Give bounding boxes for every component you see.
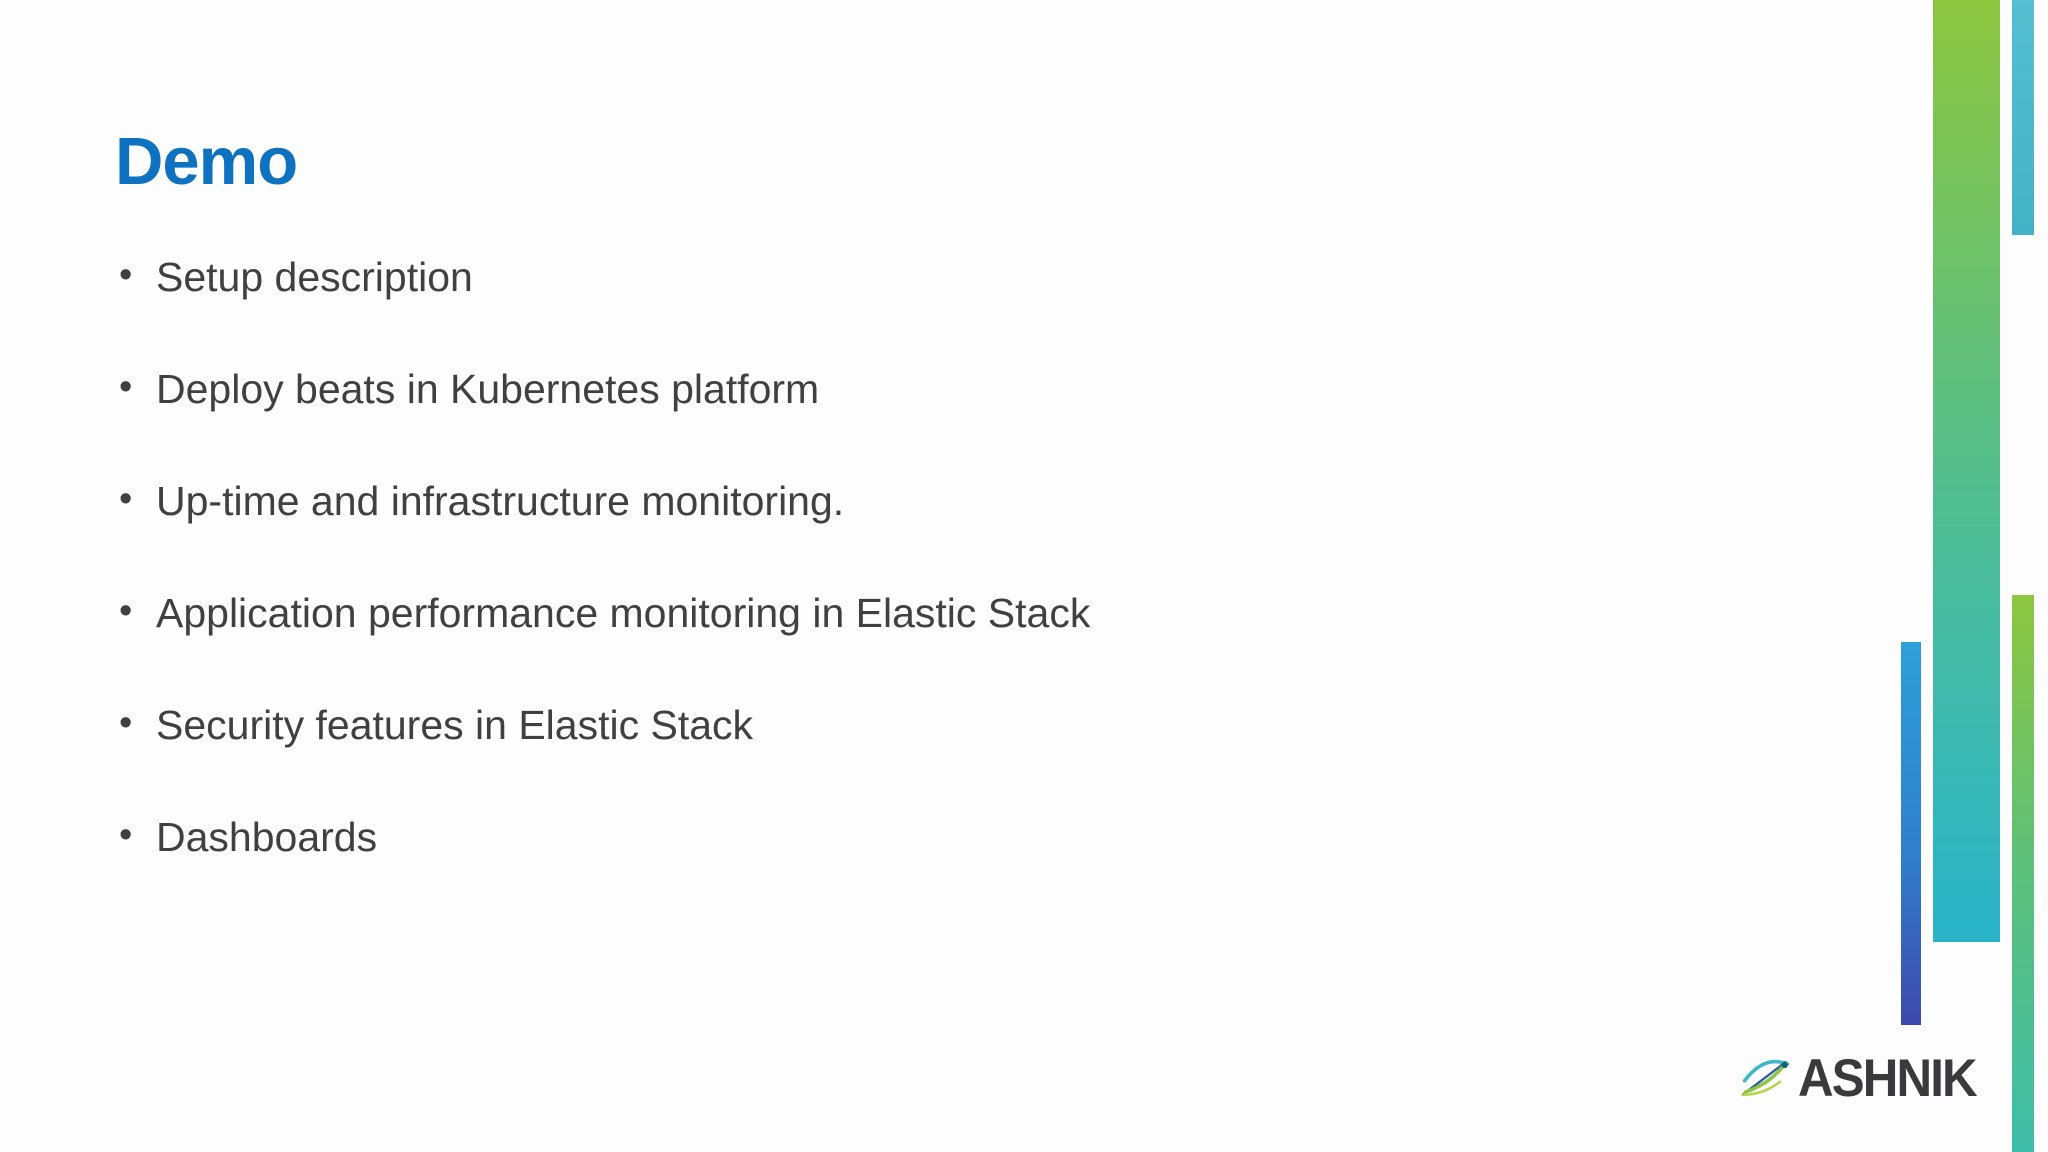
- list-item: • Security features in Elastic Stack: [119, 702, 1619, 748]
- bullet-marker: •: [119, 814, 133, 856]
- decorative-bar-green-wide: [1933, 0, 2000, 942]
- bullet-marker: •: [119, 254, 133, 296]
- bullet-marker: •: [119, 590, 133, 632]
- bullet-text: Setup description: [156, 254, 473, 300]
- page-title: Demo: [115, 124, 298, 199]
- ashnik-logo: ASHNIK: [1738, 1050, 1989, 1106]
- list-item: • Dashboards: [119, 814, 1619, 860]
- bullet-marker: •: [119, 478, 133, 520]
- ashnik-leaf-icon: [1738, 1050, 1794, 1106]
- ashnik-wordmark: ASHNIK: [1798, 1048, 1978, 1108]
- bullet-list: • Setup description • Deploy beats in Ku…: [119, 254, 1619, 928]
- list-item: • Setup description: [119, 254, 1619, 300]
- bullet-marker: •: [119, 702, 133, 744]
- bullet-marker: •: [119, 366, 133, 408]
- bullet-text: Up-time and infrastructure monitoring.: [156, 478, 845, 524]
- decorative-bar-teal-top-right: [2012, 0, 2034, 235]
- decorative-bar-green-lower-right: [2012, 595, 2034, 1152]
- list-item: • Up-time and infrastructure monitoring.: [119, 478, 1619, 524]
- list-item: • Application performance monitoring in …: [119, 590, 1619, 636]
- bullet-text: Dashboards: [156, 814, 378, 860]
- bullet-text: Application performance monitoring in El…: [156, 590, 1091, 636]
- bullet-text: Deploy beats in Kubernetes platform: [156, 366, 820, 412]
- bullet-text: Security features in Elastic Stack: [156, 702, 754, 748]
- decorative-bar-blue: [1901, 642, 1921, 1025]
- list-item: • Deploy beats in Kubernetes platform: [119, 366, 1619, 412]
